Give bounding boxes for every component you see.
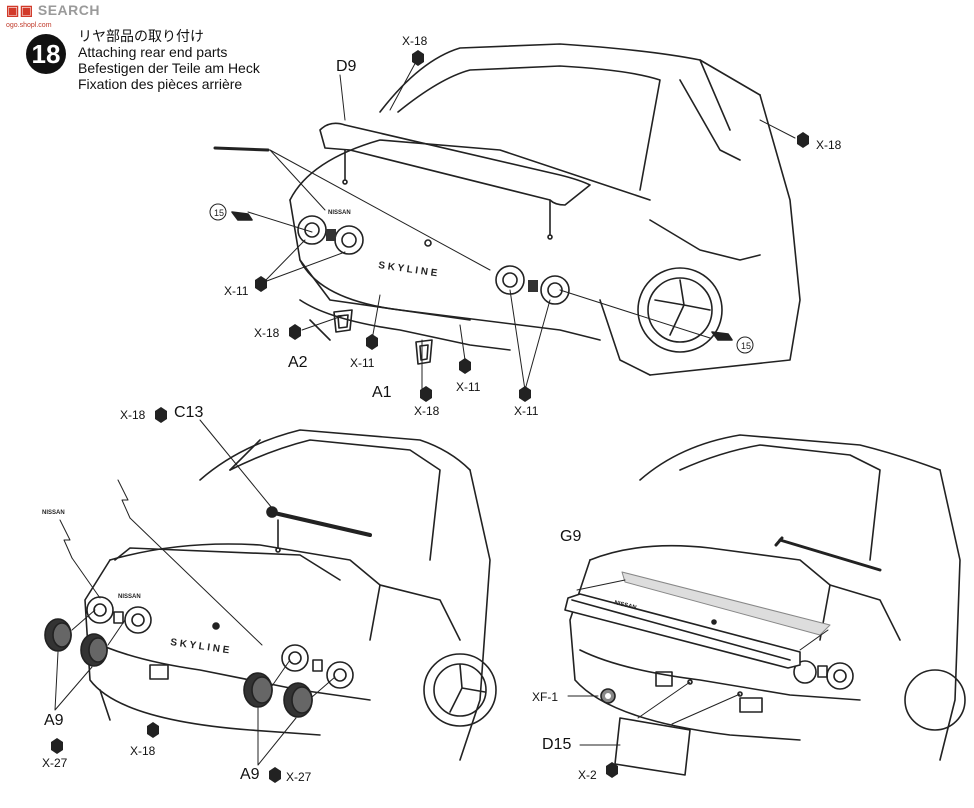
wing-g9 xyxy=(564,571,831,669)
wiper-c13 xyxy=(199,419,372,553)
paint-hex-icon xyxy=(289,324,301,340)
label-part-d15: D15 xyxy=(542,736,572,753)
part-a2 xyxy=(333,309,353,333)
paint-hex-icon xyxy=(519,386,531,402)
emblem-pointer xyxy=(213,146,733,341)
paint-hex-icon xyxy=(269,767,281,783)
label-x11: X-11 xyxy=(514,404,539,418)
paint-markers xyxy=(51,50,809,783)
exhaust-xf1 xyxy=(567,688,616,704)
step-title-de: Befestigen der Teile am Heck xyxy=(78,60,260,76)
step-title-en: Attaching rear end parts xyxy=(78,44,228,60)
label-part-a2: A2 xyxy=(288,354,308,371)
nissan-emblem-text: NISSAN xyxy=(328,210,351,216)
label-part-d9: D9 xyxy=(336,58,357,75)
label-x18: X-18 xyxy=(130,744,156,758)
label-x18: X-18 xyxy=(402,34,428,48)
paint-hex-icon xyxy=(51,738,63,754)
car-rear-left xyxy=(84,429,497,761)
label-part-a9: A9 xyxy=(44,712,64,729)
paint-hex-icon xyxy=(147,722,159,738)
license-plate-d15 xyxy=(579,679,743,776)
paint-hex-icon xyxy=(606,762,618,778)
ref-15-number: 15 xyxy=(741,341,751,351)
watermark-text: SEARCH xyxy=(37,2,100,18)
step-title-fr: Fixation des pièces arrière xyxy=(78,76,243,92)
label-part-a1: A1 xyxy=(372,384,392,401)
part-a1 xyxy=(415,339,433,365)
step-number-badge: 18 xyxy=(26,34,66,74)
spoiler-d9 xyxy=(319,122,591,240)
step-reference-circles xyxy=(209,203,754,354)
label-x18: X-18 xyxy=(414,404,440,418)
paint-hex-icon xyxy=(459,358,471,374)
label-x18: X-18 xyxy=(816,138,842,152)
watermark: ▣▣ SEARCH xyxy=(6,2,100,19)
nissan-part-text: NISSAN xyxy=(42,510,65,516)
label-part-a9: A9 xyxy=(240,766,260,783)
emblem-arrows-left xyxy=(59,479,263,646)
label-x27: X-27 xyxy=(42,756,68,770)
paint-hex-icon xyxy=(412,50,424,66)
skyline-emblem-text-left: S K Y L I N E xyxy=(170,637,231,656)
lens-parts-a9 xyxy=(44,609,336,766)
label-part-g9: G9 xyxy=(560,528,582,545)
ref-15-number: 15 xyxy=(214,208,224,218)
watermark-url: ogo.shopl.com xyxy=(6,22,52,29)
paint-hex-icon xyxy=(420,386,432,402)
step-title-ja: リヤ部品の取り付け xyxy=(78,28,204,44)
label-x27: X-27 xyxy=(286,770,312,784)
car-rear-right xyxy=(569,434,966,761)
ref-circle-icon xyxy=(736,336,754,354)
paint-hex-icon xyxy=(255,276,267,292)
car-rear-top xyxy=(289,43,801,376)
label-x11: X-11 xyxy=(456,380,481,394)
skyline-emblem-text: S K Y L I N E xyxy=(378,260,439,279)
label-part-c13: C13 xyxy=(174,404,204,421)
paint-hex-icon xyxy=(797,132,809,148)
paint-hex-icon xyxy=(155,407,167,423)
paint-hex-icon xyxy=(366,334,378,350)
label-x11: X-11 xyxy=(224,284,249,298)
nissan-emblem-text-right: NISSAN xyxy=(614,600,637,611)
label-x18: X-18 xyxy=(254,326,280,340)
label-xf1: XF-1 xyxy=(532,690,559,704)
nissan-emblem-text-left: NISSAN xyxy=(118,594,141,600)
label-x11: X-11 xyxy=(350,356,375,370)
label-x18: X-18 xyxy=(120,408,146,422)
step-heading: リヤ部品の取り付け Attaching rear end parts Befes… xyxy=(78,28,260,92)
label-x2: X-2 xyxy=(578,768,597,782)
watermark-logo-icon: ▣▣ xyxy=(6,2,34,18)
ref-circle-icon xyxy=(209,203,227,221)
